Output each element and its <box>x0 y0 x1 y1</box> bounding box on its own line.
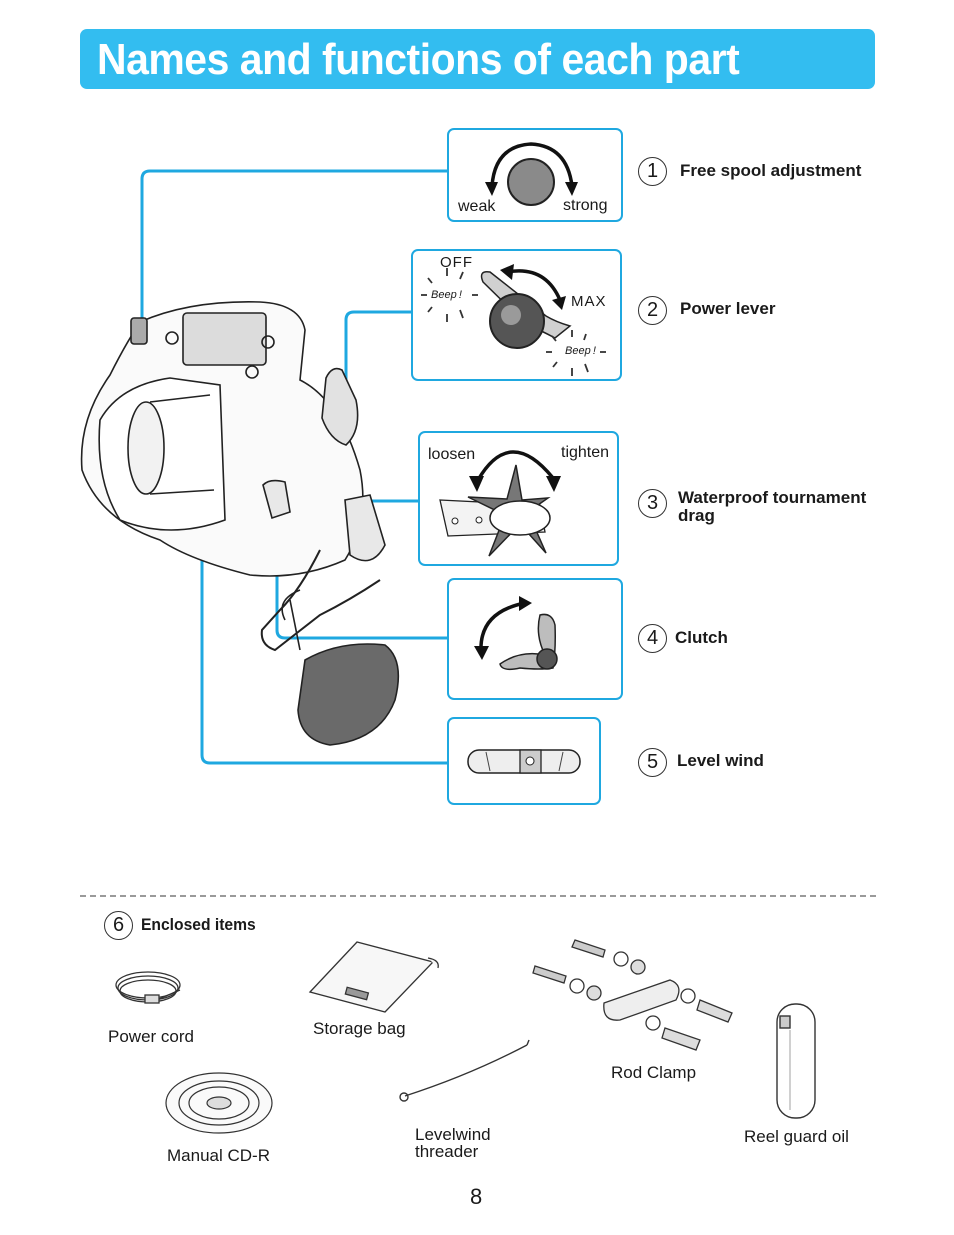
power-cord-icon <box>115 971 181 1004</box>
electric-reel-illustration <box>80 301 400 746</box>
levelwind-threader-icon <box>399 1039 530 1102</box>
drag-label-line1: Waterproof tournament <box>678 488 867 507</box>
strong-label: strong <box>563 197 608 214</box>
free-spool-knob-icon <box>485 142 578 206</box>
reel-guard-oil-label: Reel guard oil <box>744 1127 849 1146</box>
page-number: 8 <box>470 1184 483 1209</box>
max-label: MAX <box>571 293 607 310</box>
clutch-icon <box>474 596 558 671</box>
clutch-label: Clutch <box>675 628 728 647</box>
level-wind-label: Level wind <box>677 751 764 770</box>
storage-bag-icon <box>308 941 439 1013</box>
part-number-2: 2 <box>638 296 667 325</box>
off-label: OFF <box>440 254 473 271</box>
star-drag-icon <box>439 450 561 557</box>
part-number-1: 1 <box>638 157 667 186</box>
part-number-6: 6 <box>104 911 133 940</box>
rod-clamp-icon <box>532 939 733 1051</box>
beep-label-off: Beep ! <box>431 289 462 301</box>
drag-label-line2: drag <box>678 506 715 525</box>
beep-label-max: Beep ! <box>565 345 596 357</box>
free-spool-adjustment-label: Free spool adjustment <box>680 161 862 180</box>
level-wind-icon <box>467 749 581 774</box>
power-lever-icon <box>421 264 606 376</box>
section-divider <box>80 895 876 897</box>
manual-cd-label: Manual CD-R <box>167 1146 270 1165</box>
rod-clamp-label: Rod Clamp <box>611 1063 697 1082</box>
part-number-3: 3 <box>638 489 667 518</box>
reel-guard-oil-icon <box>776 1003 816 1119</box>
part-number-4: 4 <box>638 624 667 653</box>
weak-label: weak <box>458 198 496 215</box>
loosen-label: loosen <box>428 446 476 463</box>
storage-bag-label: Storage bag <box>313 1019 406 1038</box>
power-lever-label: Power lever <box>680 299 776 318</box>
page-title: Names and functions of each part <box>97 35 740 84</box>
enclosed-items-heading: Enclosed items <box>141 915 256 934</box>
leader-lines <box>140 169 448 765</box>
manual-cd-icon <box>165 1072 273 1134</box>
part-number-5: 5 <box>638 748 667 777</box>
power-cord-label: Power cord <box>108 1027 194 1046</box>
tighten-label: tighten <box>561 444 610 461</box>
levelwind-threader-label: Levelwind threader <box>415 1125 491 1161</box>
title-banner: Names and functions of each part <box>80 29 875 89</box>
